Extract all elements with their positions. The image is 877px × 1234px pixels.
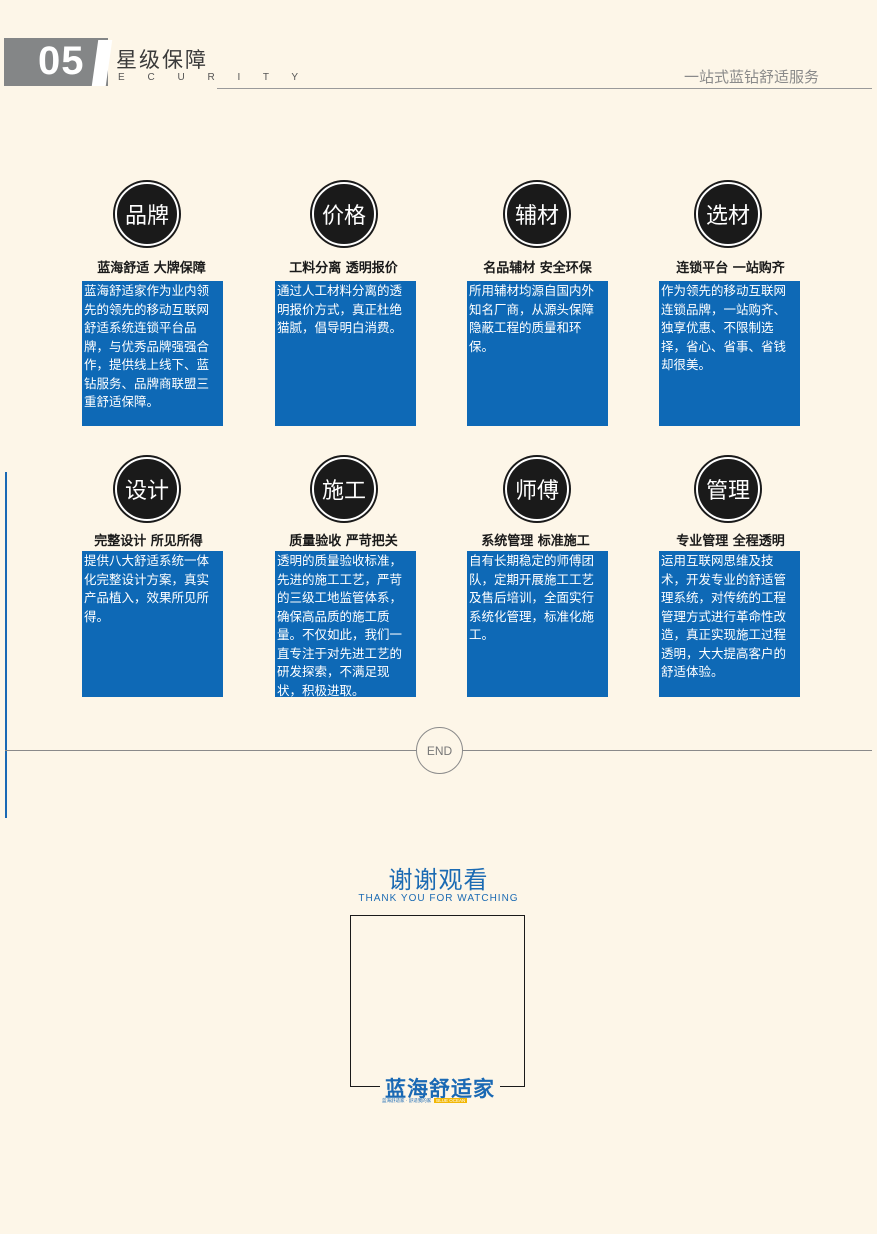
thanks-subtitle: THANK YOU FOR WATCHING bbox=[358, 893, 519, 904]
item-description: 作为领先的移动互联网连锁品牌，一站购齐、独享优惠、不限制选择，省心、省事、省钱却… bbox=[659, 281, 800, 426]
end-divider-left bbox=[5, 750, 417, 751]
item-description: 提供八大舒适系统一体化完整设计方案，真实产品植入，效果所见所得。 bbox=[82, 551, 223, 697]
end-divider-right bbox=[462, 750, 872, 751]
item-description: 所用辅材均源自国内外知名厂商，从源头保障隐蔽工程的质量和环保。 bbox=[467, 281, 608, 426]
logo-frame-bottom-left bbox=[350, 1086, 380, 1087]
item-icon-material: 辅材 bbox=[505, 182, 569, 246]
logo-frame bbox=[350, 915, 525, 1087]
item-icon-brand: 品牌 bbox=[115, 182, 179, 246]
left-accent-rule bbox=[5, 472, 7, 818]
end-badge: END bbox=[416, 727, 463, 774]
brand-logo-badge: BLUE OCEAN bbox=[434, 1098, 468, 1103]
item-description: 透明的质量验收标准，先进的施工工艺，严苛的三级工地监管体系，确保高品质的施工质量… bbox=[275, 551, 416, 698]
header-divider bbox=[217, 88, 872, 89]
item-description: 运用互联网思维及技术，开发专业的舒适管理系统，对传统的工程管理方式进行革命性改造… bbox=[659, 551, 800, 697]
brand-logo: 蓝海舒适家 bbox=[385, 1077, 495, 1101]
item-description: 自有长期稳定的师傅团队，定期开展施工工艺及售后培训，全面实行系统化管理，标准化施… bbox=[467, 551, 608, 697]
item-icon-selection: 选材 bbox=[696, 182, 760, 246]
item-title: 工料分离 透明报价 bbox=[289, 261, 398, 276]
brand-logo-tagline-row: 蓝海舒适家 · 舒适我的家 BLUE OCEAN bbox=[382, 1097, 498, 1104]
brand-logo-tagline: 蓝海舒适家 · 舒适我的家 bbox=[382, 1098, 432, 1104]
section-title: 星级保障 bbox=[116, 48, 208, 72]
item-description: 蓝海舒适家作为业内领先的领先的移动互联网舒适系统连锁平台品牌，与优秀品牌强强合作… bbox=[82, 281, 223, 426]
item-icon-construction: 施工 bbox=[312, 457, 376, 521]
item-title: 连锁平台 一站购齐 bbox=[676, 261, 785, 276]
item-title: 质量验收 严苛把关 bbox=[289, 534, 398, 549]
thanks-title: 谢谢观看 bbox=[388, 866, 489, 894]
logo-frame-bottom-right bbox=[500, 1086, 525, 1087]
header-tagline: 一站式蓝钻舒适服务 bbox=[683, 68, 819, 86]
item-icon-price: 价格 bbox=[312, 182, 376, 246]
section-subtitle: E C U R I T Y bbox=[118, 72, 309, 83]
item-icon-design: 设计 bbox=[115, 457, 179, 521]
item-description: 通过人工材料分离的透明报价方式，真正杜绝猫腻，倡导明白消费。 bbox=[275, 281, 416, 426]
section-number: 05 bbox=[38, 39, 85, 83]
item-title: 蓝海舒适 大牌保障 bbox=[97, 261, 206, 276]
item-icon-management: 管理 bbox=[696, 457, 760, 521]
item-title: 名品辅材 安全环保 bbox=[483, 261, 592, 276]
item-title: 系统管理 标准施工 bbox=[481, 534, 590, 549]
item-title: 专业管理 全程透明 bbox=[676, 534, 785, 549]
section-number-bar bbox=[4, 38, 108, 86]
item-title: 完整设计 所见所得 bbox=[94, 534, 203, 549]
item-icon-master: 师傅 bbox=[505, 457, 569, 521]
